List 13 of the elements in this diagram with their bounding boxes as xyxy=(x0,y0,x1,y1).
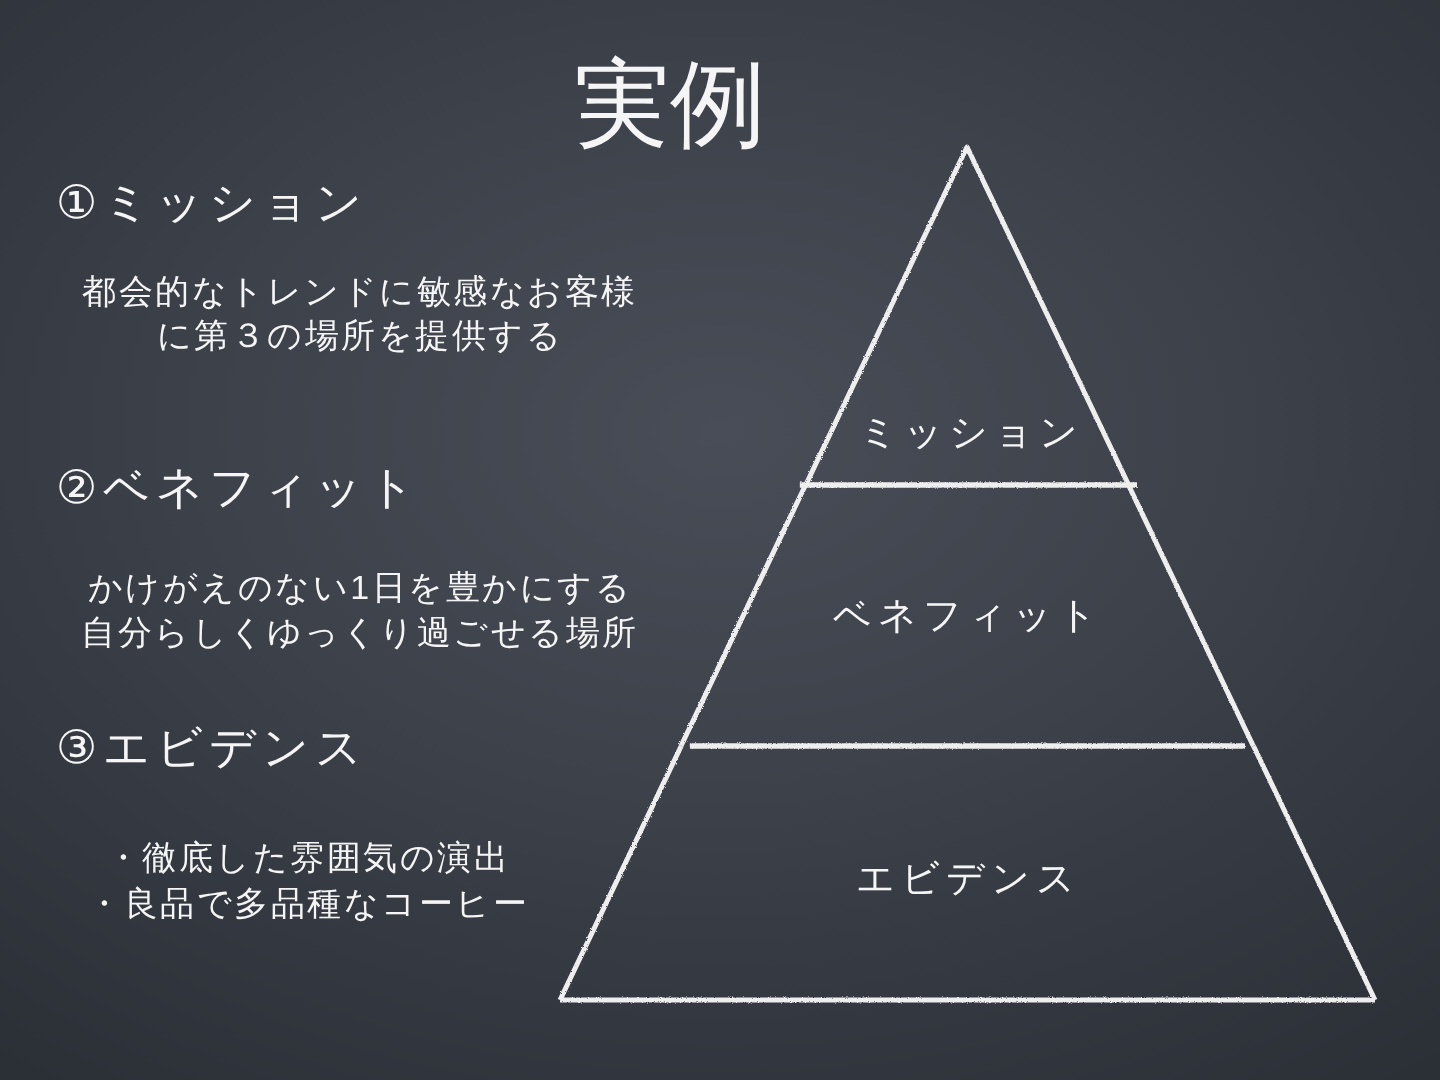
pyramid-tier xyxy=(556,741,1379,1004)
bullet-item: ・徹底した雰囲気の演出 xyxy=(105,837,511,878)
description-text: 都会的なトレンドに敏感なお客様に第３の場所を提供する xyxy=(81,271,639,356)
tier-label: ミッション xyxy=(858,410,1084,455)
tier-label: ベネフィット xyxy=(833,593,1103,638)
pyramid-tier xyxy=(677,480,1258,750)
tier-label: エビデンス xyxy=(855,856,1081,901)
section-heading: ②ベネフィット xyxy=(56,460,422,515)
title: 実例 xyxy=(574,49,766,159)
bullet-item: ・良品で多品種なコーヒー xyxy=(87,883,529,924)
section-heading: ①ミッション xyxy=(56,175,369,230)
section-heading: ③エビデンス xyxy=(56,720,369,775)
description-text: かけがえのない1日を豊かにする自分らしくゆっくり過ごせる場所 xyxy=(80,567,640,653)
